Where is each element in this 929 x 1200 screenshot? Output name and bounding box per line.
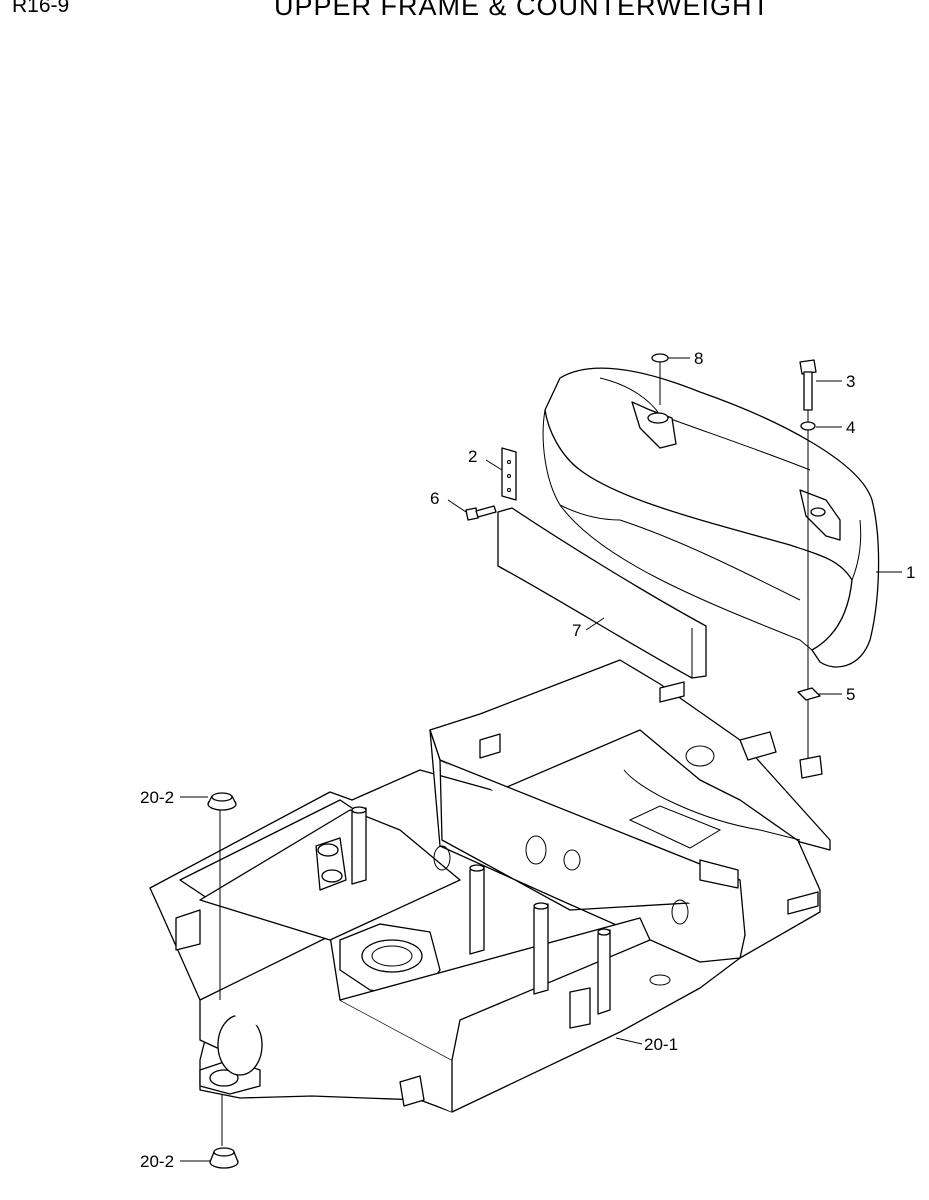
leader-lines — [180, 357, 902, 1162]
page-code: R16-9 — [12, 0, 70, 17]
counterweight — [542, 367, 880, 668]
callout-3: 3 — [846, 372, 855, 391]
callout-1: 1 — [906, 563, 915, 582]
callout-20-2-bottom: 20-2 — [140, 1152, 174, 1171]
cap-part-8 — [651, 353, 669, 405]
callout-20-2-top: 20-2 — [140, 788, 174, 807]
pad-part-7 — [497, 507, 707, 679]
callout-7: 7 — [572, 621, 581, 640]
callout-5: 5 — [846, 685, 855, 704]
plate-part-2 — [501, 447, 517, 501]
callout-2: 2 — [468, 447, 477, 466]
shim-part-5 — [797, 687, 821, 701]
upper-frame — [149, 659, 831, 1113]
callout-4: 4 — [846, 418, 855, 437]
bushing-top — [207, 792, 237, 1000]
bolt-part-6 — [465, 505, 497, 521]
bolt-part-3 — [799, 359, 817, 760]
washer-part-4 — [800, 421, 816, 431]
callout-20-1: 20-1 — [644, 1035, 678, 1054]
callout-6: 6 — [430, 489, 439, 508]
callout-8: 8 — [694, 349, 703, 368]
page-title: UPPER FRAME & COUNTERWEIGHT — [274, 0, 771, 21]
bushing-bottom — [209, 1094, 239, 1169]
